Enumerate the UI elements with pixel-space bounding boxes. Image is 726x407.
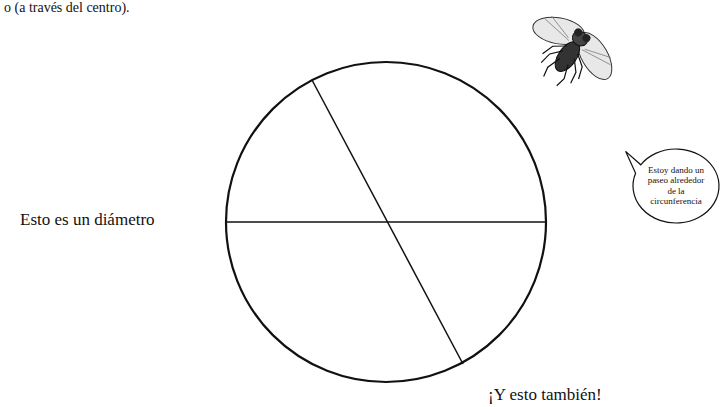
text-label: Esto es un diámetro <box>20 210 155 230</box>
text-label: o (a través del centro). <box>4 0 130 16</box>
bubble-text: Estoy dando un paseo alrededor de la cir… <box>646 165 706 206</box>
fly-drawing <box>508 0 631 110</box>
diameter <box>312 80 463 364</box>
diameter <box>226 221 546 223</box>
circle <box>226 62 546 382</box>
text-label: ¡Y esto también! <box>488 385 602 405</box>
speech-bubble: Estoy dando un paseo alrededor de la cir… <box>632 148 720 224</box>
